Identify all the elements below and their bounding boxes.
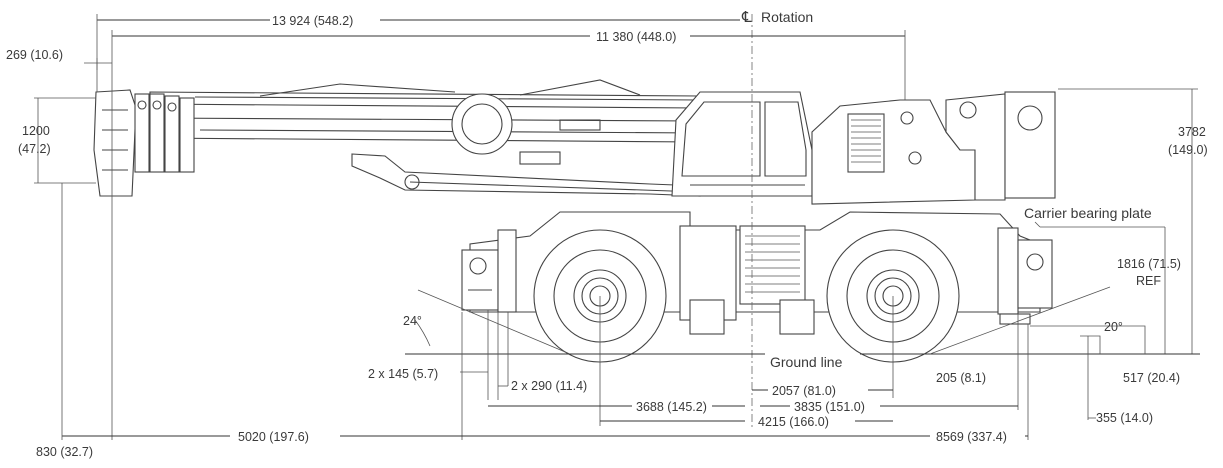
- label-front-to-center: 5020 (197.6): [238, 430, 309, 444]
- label-front-angle: 24°: [403, 314, 422, 328]
- label-boom-tip-offset: 269 (10.6): [6, 48, 63, 62]
- label-center-to-rear-outrigger: 3835 (151.0): [794, 400, 865, 414]
- rotation-symbol: ℄: [741, 9, 752, 26]
- label-carrier-bearing-plate: Carrier bearing plate: [1024, 205, 1152, 221]
- label-rear-pad-height: 517 (20.4): [1123, 371, 1180, 385]
- front-outrigger: [461, 229, 517, 313]
- bearing-height-line2: REF: [1136, 274, 1161, 288]
- overall-height-line2: (149.0): [1168, 143, 1208, 157]
- label-overall-length: 13 924 (548.2): [272, 14, 353, 28]
- label-bearing-height: 1816 (71.5) REF: [1117, 257, 1184, 288]
- label-ground-line: Ground line: [770, 354, 843, 370]
- operator-cab: [671, 91, 813, 197]
- dimension-labels: 13 924 (548.2) ℄ Rotation 11 380 (448.0)…: [6, 9, 1209, 459]
- rear-outrigger: [997, 227, 1053, 325]
- label-rear-angle: 20°: [1104, 320, 1123, 334]
- boom-head-height-line1: 1200: [22, 124, 50, 138]
- label-front-overhang: 830 (32.7): [36, 445, 93, 459]
- boom: [149, 79, 701, 155]
- label-rotation: Rotation: [761, 9, 813, 25]
- label-overall-height: 3782 (149.0): [1168, 125, 1209, 157]
- label-rear-ground-clearance: 205 (8.1): [936, 371, 986, 385]
- bearing-height-line1: 1816 (71.5): [1117, 257, 1181, 271]
- label-wheelbase: 4215 (166.0): [758, 415, 829, 429]
- superstructure: [811, 91, 1056, 205]
- boom-head-height-line2: (47.2): [18, 142, 51, 156]
- label-outrigger-width: 2 x 290 (11.4): [511, 379, 587, 393]
- dimension-lines: [34, 14, 1200, 440]
- lift-cylinder: [351, 151, 701, 197]
- label-front-axle-to-center: 3688 (145.2): [636, 400, 707, 414]
- label-rear-step: 355 (14.0): [1096, 411, 1153, 425]
- label-center-to-rear: 8569 (337.4): [936, 430, 1007, 444]
- label-boom-head-height: 1200 (47.2): [18, 124, 53, 156]
- label-center-to-boom: 11 380 (448.0): [596, 30, 676, 44]
- label-outrigger-pad: 2 x 145 (5.7): [368, 367, 438, 381]
- crane-illustration: [93, 79, 1056, 363]
- label-center-to-rear-axle: 2057 (81.0): [772, 384, 836, 398]
- overall-height-line1: 3782: [1178, 125, 1206, 139]
- boom-head: [93, 89, 195, 197]
